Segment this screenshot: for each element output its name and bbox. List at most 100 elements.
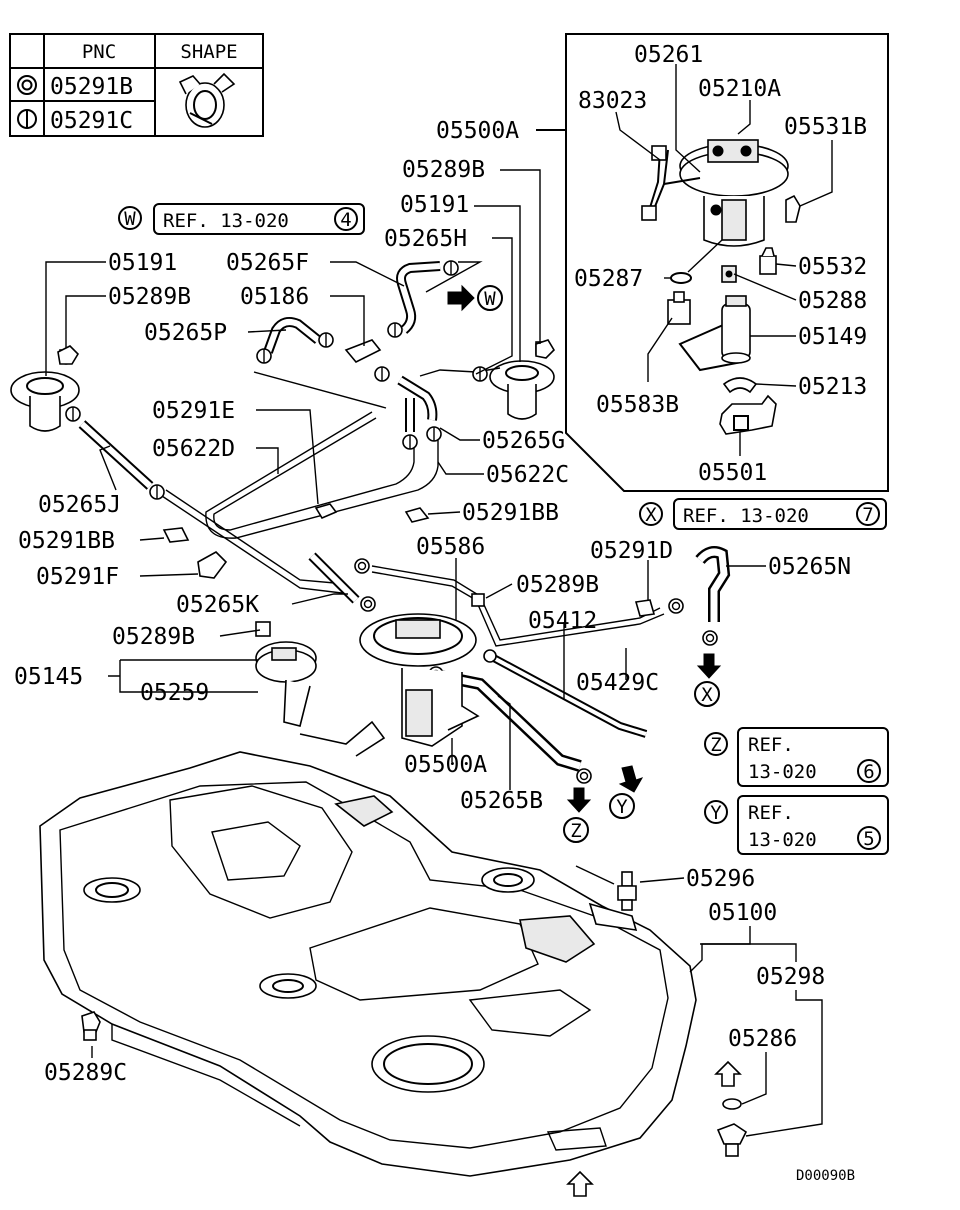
label-05622C: 05622C [486, 462, 569, 488]
label-05286: 05286 [728, 1026, 797, 1052]
label-05213: 05213 [798, 374, 867, 400]
ref-y-num: 5 [863, 828, 874, 850]
arrow-to-z-icon [566, 787, 592, 813]
arrow-to-x-icon [696, 653, 722, 679]
bolt-05289B-left [57, 345, 80, 365]
bolts [57, 339, 748, 1157]
arrow-up-tank-icon [566, 1170, 594, 1197]
label-05289B-c: 05289B [516, 572, 599, 598]
label-05265N: 05265N [768, 554, 851, 580]
arrow-to-w-icon [447, 284, 475, 312]
ref-z-text1: REF. [748, 734, 794, 756]
label-05265H: 05265H [384, 226, 467, 252]
ref-w-text: REF. 13-020 [163, 210, 289, 232]
arrows [447, 284, 742, 1197]
ref-w-num: 4 [340, 209, 351, 231]
label-05289B-d: 05289B [112, 624, 195, 650]
label-05296: 05296 [686, 866, 755, 892]
marker-y: Y [609, 793, 635, 819]
label-05289B-a: 05289B [402, 157, 485, 183]
ref-w: W REF. 13-020 4 [118, 203, 365, 235]
marker-z: Z [563, 817, 589, 843]
arrow-up-05286-icon [714, 1060, 742, 1087]
drawing-code: D00090B [796, 1168, 855, 1184]
ref-x-text: REF. 13-020 [683, 505, 809, 527]
label-05291E: 05291E [152, 398, 235, 424]
fuel-level-sender-05145 [255, 641, 386, 757]
sensor-05583B [667, 291, 691, 325]
clamp-symbols [65, 260, 718, 784]
washer-05286 [722, 1098, 742, 1110]
pump-flange-05210A [679, 139, 789, 247]
label-05291F: 05291F [36, 564, 119, 590]
label-05259: 05259 [140, 680, 209, 706]
label-05500A-top: 05500A [436, 118, 519, 144]
oring-05287 [670, 272, 692, 284]
label-05288: 05288 [798, 288, 867, 314]
guide-lines [253, 261, 615, 885]
label-05586: 05586 [416, 534, 485, 560]
hose-clamp-shape-icon [178, 72, 236, 128]
main-pump-05586 [359, 613, 480, 747]
clip-parts [162, 503, 656, 637]
bracket-05501 [719, 394, 777, 435]
label-05500A-bottom: 05500A [404, 752, 487, 778]
marker-x: X [694, 681, 720, 707]
label-05261: 05261 [634, 42, 703, 68]
label-05265J: 05265J [38, 492, 121, 518]
label-05531B: 05531B [784, 114, 867, 140]
ref-y-letter: Y [710, 802, 722, 824]
svg-text:Z: Z [570, 820, 581, 842]
label-05265P: 05265P [144, 320, 227, 346]
ref-x: X REF. 13-020 7 [639, 498, 887, 530]
label-05583B: 05583B [596, 392, 679, 418]
bolt-05289C [81, 1011, 101, 1041]
label-05191-b: 05191 [108, 250, 177, 276]
ref-y-text2: 13-020 [748, 829, 817, 851]
legend-pnc-05291B: 05291B [50, 74, 133, 100]
label-05149: 05149 [798, 324, 867, 350]
label-05265G: 05265G [482, 428, 565, 454]
bolt-05296 [617, 871, 637, 911]
label-05532: 05532 [798, 254, 867, 280]
label-05265K: 05265K [176, 592, 259, 618]
legend-header-pnc: PNC [82, 41, 116, 63]
label-05429C: 05429C [576, 670, 659, 696]
valve-05532 [759, 247, 777, 275]
label-05622D: 05622D [152, 436, 235, 462]
label-05287: 05287 [574, 266, 643, 292]
label-05265B: 05265B [460, 788, 543, 814]
fuel-pump-05149 [678, 295, 751, 372]
label-05501: 05501 [698, 460, 767, 486]
circle-bar-icon [17, 109, 37, 129]
legend-table: PNC SHAPE 05291B 05291C [9, 33, 264, 137]
label-05100: 05100 [708, 900, 777, 926]
fuel-tank-05100 [39, 751, 697, 1177]
ref-y-text1: REF. [748, 802, 794, 824]
double-circle-icon [17, 75, 37, 95]
svg-text:W: W [484, 288, 496, 310]
label-05289C: 05289C [44, 1060, 127, 1086]
label-05298: 05298 [756, 964, 825, 990]
legend-header-shape: SHAPE [180, 41, 237, 63]
ref-z: Z REF. 13-020 6 [704, 727, 889, 787]
svg-text:Y: Y [616, 796, 628, 818]
label-83023: 83023 [578, 88, 647, 114]
ref-z-text2: 13-020 [748, 761, 817, 783]
drain-plug-05298 [716, 1123, 748, 1157]
label-05291BB-a: 05291BB [462, 500, 559, 526]
label-05210A: 05210A [698, 76, 781, 102]
connector-05531B [785, 194, 801, 223]
bolt-05289B-right [535, 339, 556, 359]
label-05265F: 05265F [226, 250, 309, 276]
ref-x-num: 7 [862, 504, 873, 526]
marker-w: W [477, 285, 503, 311]
label-05291D: 05291D [590, 538, 673, 564]
label-05291BB-b: 05291BB [18, 528, 115, 554]
label-05412: 05412 [528, 608, 597, 634]
ref-z-letter: Z [710, 734, 721, 756]
label-05289B-b: 05289B [108, 284, 191, 310]
label-05186: 05186 [240, 284, 309, 310]
ref-z-num: 6 [863, 761, 874, 783]
